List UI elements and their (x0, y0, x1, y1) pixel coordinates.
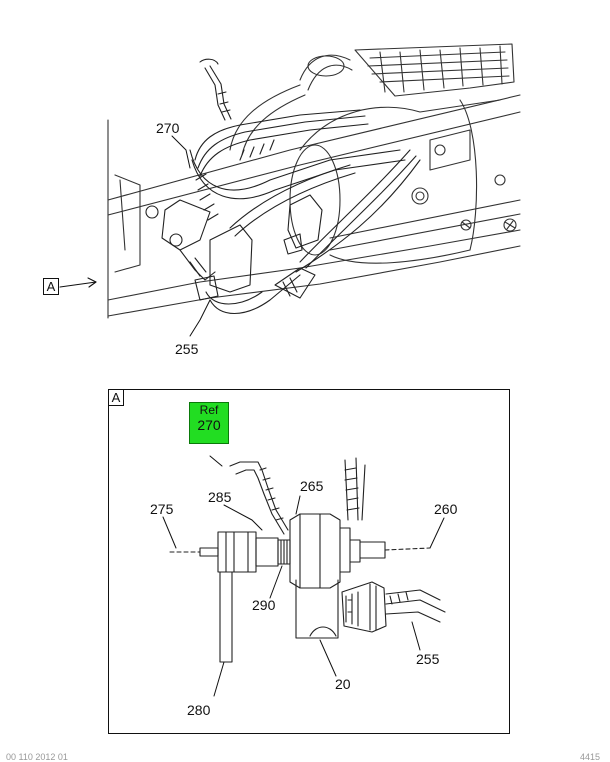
top-pipe (229, 54, 353, 156)
ref-text: Ref (199, 403, 219, 417)
frame-structure (107, 43, 521, 319)
sensor-assembly (145, 194, 323, 301)
footer-left-code: 00 110 2012 01 (6, 752, 68, 762)
footer-right-code: 4415 (580, 752, 601, 762)
callout-280: 280 (187, 702, 211, 718)
callout-255-top: 255 (175, 341, 199, 357)
callout-285: 285 (208, 489, 232, 505)
callout-260: 260 (434, 501, 458, 517)
cylinder-body (289, 99, 517, 264)
view-arrow (59, 277, 97, 288)
callout-255-detail: 255 (416, 651, 440, 667)
callout-20: 20 (335, 676, 351, 692)
ref-270-box: Ref 270 (189, 402, 229, 444)
leader-lines (171, 135, 211, 337)
view-label-a: A (43, 278, 59, 295)
callout-270-top: 270 (156, 120, 180, 136)
callout-265: 265 (300, 478, 324, 494)
wire-harness-bundle (189, 58, 421, 314)
callout-275: 275 (150, 501, 174, 517)
ref-number: 270 (197, 417, 221, 433)
detail-leader-lines (162, 455, 445, 697)
detail-frame-label: A (108, 389, 124, 406)
detail-illustration (169, 457, 446, 663)
detail-view-frame: A (108, 389, 510, 734)
callout-290: 290 (252, 597, 276, 613)
